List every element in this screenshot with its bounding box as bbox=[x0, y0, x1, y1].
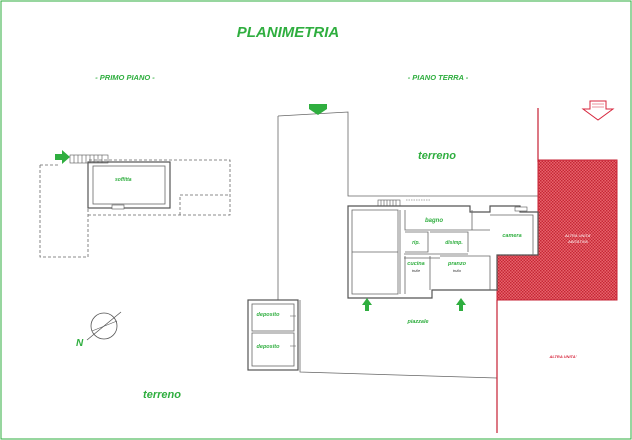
label-disimp: disimp. bbox=[445, 240, 463, 246]
first-floor-dashed-outline bbox=[39, 159, 231, 258]
label-altra-unita-abitativa-2: ABITATIVA bbox=[567, 239, 588, 244]
storage-room-1 bbox=[251, 303, 295, 332]
first-floor-stairs bbox=[69, 154, 109, 164]
other-unit-hatched-area bbox=[496, 159, 618, 301]
house-inner-wall-double bbox=[404, 253, 468, 259]
label-pranzo: pranzo bbox=[447, 261, 467, 267]
outline-arrow-hatch bbox=[592, 103, 604, 108]
house-inner-walls bbox=[351, 209, 534, 295]
label-terreno-bottom: terreno bbox=[143, 389, 181, 401]
ground-floor-plan: ALTRA UNITA' ABITATIVA terreno bagno rip… bbox=[277, 100, 618, 433]
label-bagno: bagno bbox=[425, 218, 443, 224]
label-rip: rip. bbox=[412, 240, 420, 246]
entrance-arrow-icon bbox=[55, 150, 70, 164]
heading-ground-floor: - PIANO TERRA - bbox=[408, 73, 469, 82]
label-pranzo-note: trullo bbox=[453, 269, 461, 273]
window-mark bbox=[514, 206, 528, 212]
label-deposito-2: deposito bbox=[257, 344, 281, 350]
label-terreno-top: terreno bbox=[418, 150, 456, 162]
attic-opening bbox=[111, 204, 125, 210]
label-soffitta: soffitta bbox=[115, 177, 132, 183]
attic-outline bbox=[87, 161, 171, 209]
first-floor-plan: soffitta bbox=[39, 150, 231, 258]
entrance-arrow-icon bbox=[362, 298, 372, 311]
label-altra-unita-abitativa-1: ALTRA UNITA' bbox=[564, 233, 591, 238]
storage-doors bbox=[290, 315, 296, 347]
label-altra-unita: ALTRA UNITA' bbox=[548, 354, 577, 359]
outline-arrow-icon bbox=[581, 100, 615, 121]
first-floor-dashed-step bbox=[179, 194, 230, 215]
land-boundary bbox=[277, 111, 538, 379]
storage-outline bbox=[247, 299, 299, 371]
north-compass-icon: N bbox=[76, 311, 122, 349]
label-deposito-1: deposito bbox=[257, 312, 281, 318]
storage-building: deposito deposito bbox=[247, 299, 299, 371]
storage-room-2 bbox=[251, 332, 295, 367]
attic-inner bbox=[92, 165, 166, 205]
unit-boundary-line bbox=[496, 108, 539, 433]
north-label: N bbox=[76, 338, 84, 349]
page-title: PLANIMETRIA bbox=[237, 24, 340, 41]
entrance-arrow-icon bbox=[309, 104, 327, 115]
label-camera: camera bbox=[502, 233, 521, 239]
label-cucina-note: trulle bbox=[412, 269, 420, 273]
ground-floor-stairs bbox=[377, 199, 430, 207]
label-piazzale: piazzale bbox=[406, 319, 428, 325]
house-outer-wall bbox=[347, 205, 539, 299]
heading-first-floor: - PRIMO PIANO - bbox=[95, 73, 155, 82]
label-cucina: cucina bbox=[407, 261, 424, 267]
entrance-arrow-icon bbox=[456, 298, 466, 311]
